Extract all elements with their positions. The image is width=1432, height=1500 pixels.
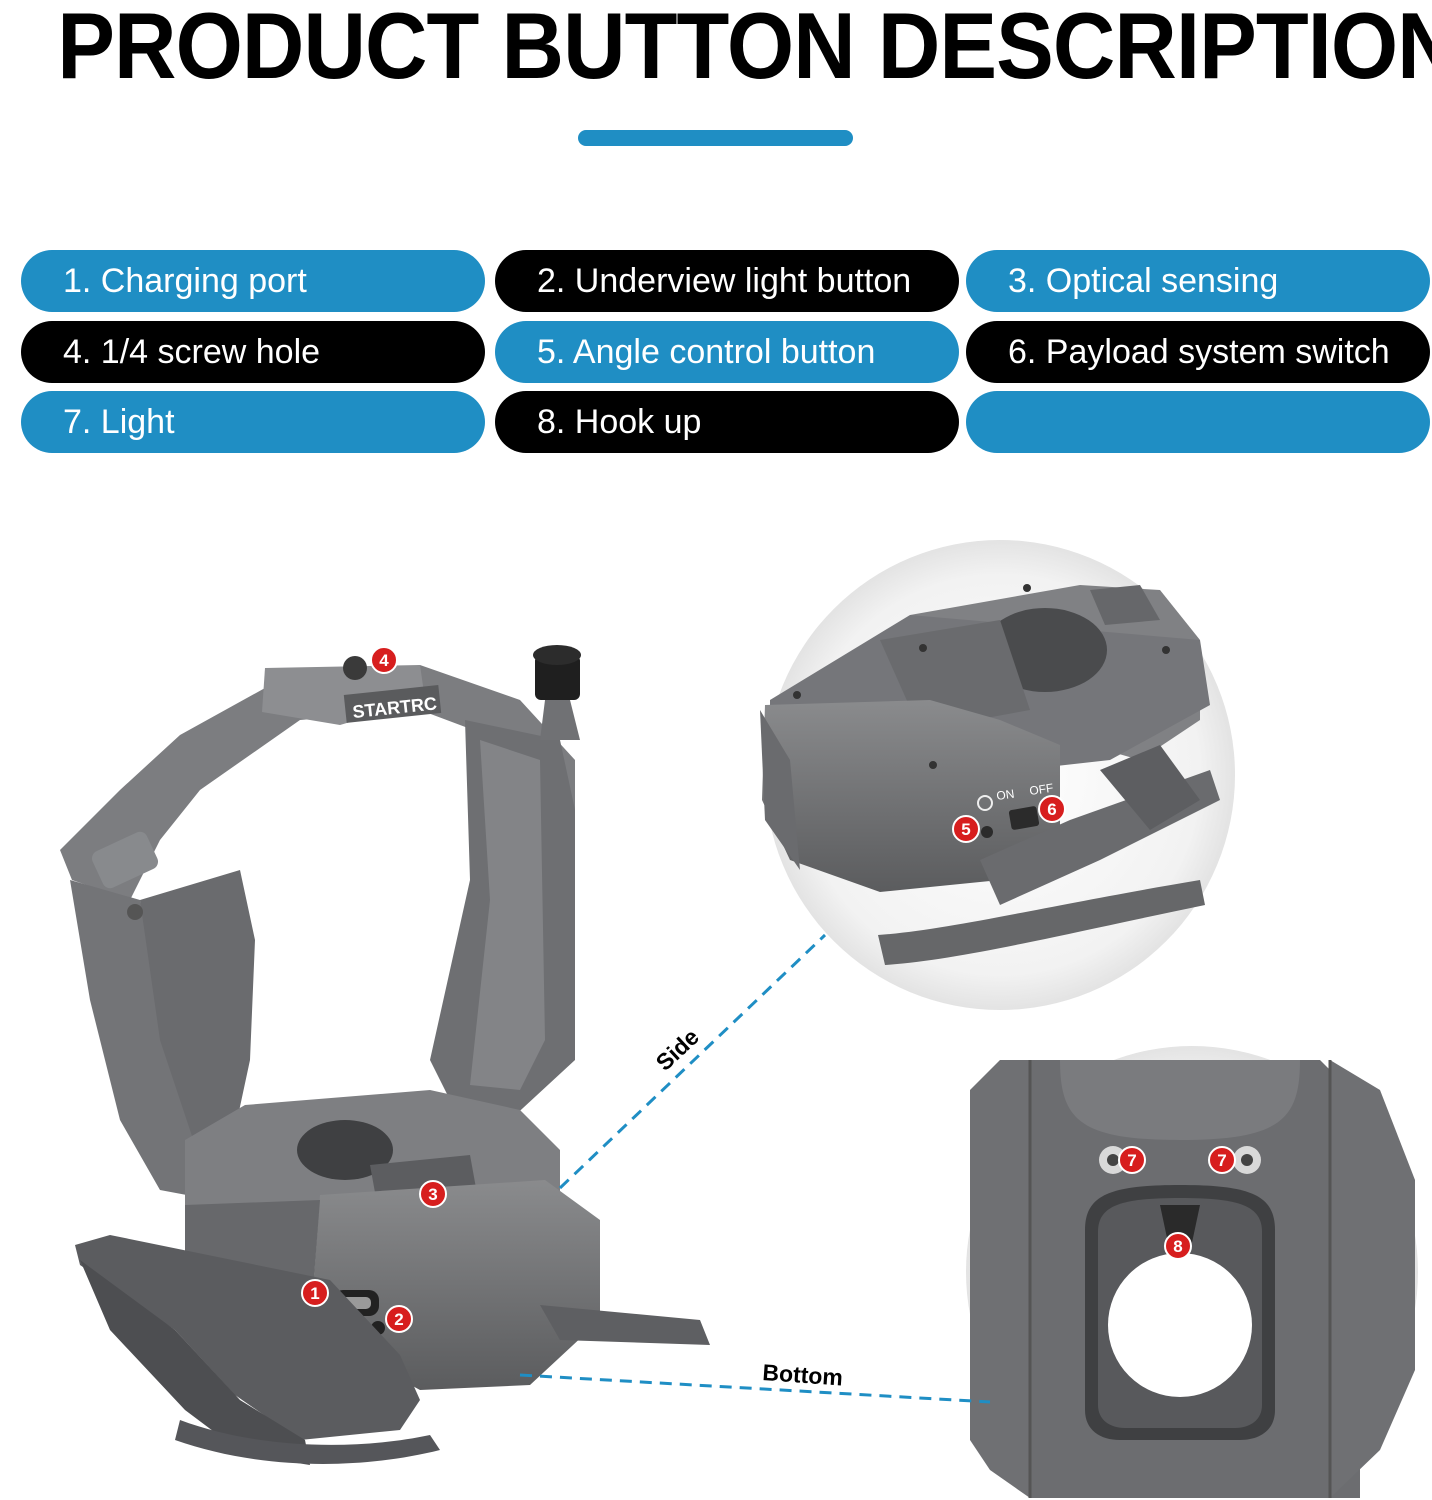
legend-item-empty (966, 391, 1430, 453)
switch-on-label: ON (995, 787, 1015, 803)
marker-5-label: 5 (961, 820, 970, 839)
marker-1-label: 1 (310, 1284, 319, 1303)
title-underline (578, 130, 853, 146)
marker-4-label: 4 (379, 651, 389, 670)
legend-item-2: 2. Underview light button (495, 250, 959, 312)
marker-7-left: 7 (1118, 1146, 1146, 1174)
product-illustration: ON OFF STARTRC (60, 540, 1418, 1498)
marker-7-right-label: 7 (1217, 1151, 1226, 1170)
marker-3: 3 (419, 1180, 447, 1208)
product-main-view: STARTRC (60, 645, 710, 1465)
marker-6-label: 6 (1047, 800, 1056, 819)
page-title: PRODUCT BUTTON DESCRIPTION (57, 0, 1432, 98)
switch-off-label: OFF (1028, 781, 1054, 798)
legend-item-1: 1. Charging port (21, 250, 485, 312)
marker-8-label: 8 (1173, 1237, 1182, 1256)
legend-item-3: 3. Optical sensing (966, 250, 1430, 312)
marker-3-label: 3 (428, 1185, 437, 1204)
callout-side-label: Side (651, 1024, 704, 1076)
marker-7-right: 7 (1208, 1146, 1236, 1174)
marker-6: 6 (1038, 795, 1066, 823)
bottom-view-circle (966, 1046, 1418, 1498)
marker-4: 4 (370, 646, 398, 674)
side-view-circle: ON OFF (760, 540, 1235, 1010)
legend-item-7: 7. Light (21, 391, 485, 453)
legend-item-6: 6. Payload system switch (966, 321, 1430, 383)
marker-7-left-label: 7 (1127, 1151, 1136, 1170)
marker-1: 1 (301, 1279, 329, 1307)
marker-8: 8 (1164, 1232, 1192, 1260)
legend-item-8: 8. Hook up (495, 391, 959, 453)
legend-item-4: 4. 1/4 screw hole (21, 321, 485, 383)
legend-item-5: 5. Angle control button (495, 321, 959, 383)
marker-2: 2 (385, 1305, 413, 1333)
marker-5: 5 (952, 815, 980, 843)
marker-2-label: 2 (394, 1310, 403, 1329)
callout-bottom-label: Bottom (762, 1359, 844, 1391)
